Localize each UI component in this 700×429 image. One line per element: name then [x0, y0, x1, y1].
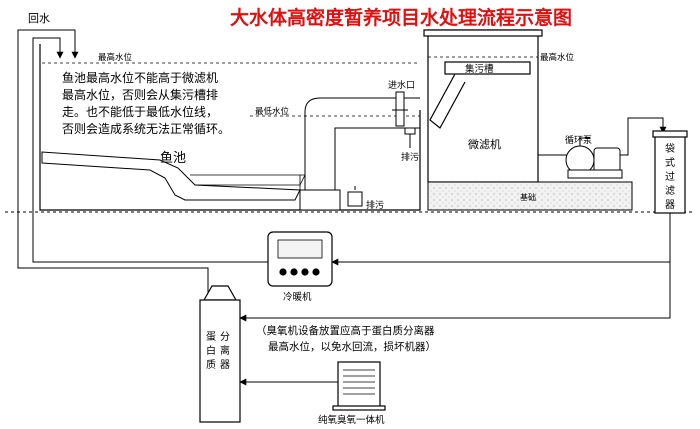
diagram-title: 大水体高密度暂养项目水处理流程示意图	[230, 6, 572, 29]
label-sewage-trough: 集污槽	[465, 63, 494, 75]
return-branch-to-skimmer	[239, 262, 671, 322]
label-drain-left: 排污	[401, 151, 419, 163]
label-inlet: 进水口	[388, 79, 415, 91]
label-bag-filter-text: 袋式过滤器	[665, 142, 675, 211]
pump-to-bagfilter-pipe	[620, 117, 667, 156]
micro-filter	[423, 29, 543, 183]
ozone-note-line-1: （臭氧机设备放置应高于蛋白质分离器	[256, 324, 435, 337]
chiller-to-return-pipe	[32, 37, 268, 263]
pond-note: 鱼池最高水位不能高于微滤机 最高水位，否则会从集污槽排 走。也不能低于最低水位线…	[62, 70, 230, 136]
label-chiller: 冷暖机	[283, 291, 312, 303]
ozone-note-line-2: 最高水位，以免水回流，损坏机器）	[268, 340, 436, 353]
label-circulation-pump: 循环泵	[565, 134, 592, 146]
pond-note-line-2: 最高水位，否则会从集污槽排	[62, 87, 218, 102]
ozone-unit	[332, 361, 386, 411]
inlet-valve	[392, 91, 408, 127]
label-min-level: 最低水位	[255, 106, 290, 117]
label-protein-skimmer-text: 蛋白质分离器	[206, 331, 230, 371]
label-max-level-pond: 最高水位	[98, 52, 133, 63]
bag-filter	[652, 130, 688, 214]
outlet-pipe	[299, 97, 420, 211]
label-fish-pond: 鱼池	[160, 150, 186, 166]
drain-valve-left	[404, 127, 416, 148]
label-max-level-filter: 最高水位	[540, 52, 575, 63]
protein-skimmer	[199, 285, 241, 423]
skimmer-return-pipe	[17, 29, 209, 300]
pond-note-line-1: 鱼池最高水位不能高于微滤机	[62, 70, 218, 85]
circulation-pump	[538, 137, 623, 179]
foundation	[427, 181, 633, 211]
label-foundation: 基础	[520, 192, 536, 202]
label-protein-skimmer: 蛋白质分离器	[206, 331, 230, 371]
label-drain-bottom: 排污	[366, 199, 384, 211]
pond-note-line-3: 走。也不能低于最低水位线，	[62, 104, 218, 119]
pond-note-line-4: 否则会造成系统无法正常循环。	[62, 122, 230, 136]
label-return-water: 回水	[28, 12, 50, 25]
label-bag-filter: 袋式过滤器	[665, 142, 675, 211]
chiller	[267, 231, 333, 287]
label-ozone-unit: 纯氧臭氧一体机	[318, 414, 385, 426]
label-micro-filter: 微滤机	[468, 137, 501, 151]
ozone-note: （臭氧机设备放置应高于蛋白质分离器 最高水位，以免水回流，损坏机器）	[256, 324, 436, 353]
bagfilter-to-chiller-pipe	[331, 213, 671, 266]
